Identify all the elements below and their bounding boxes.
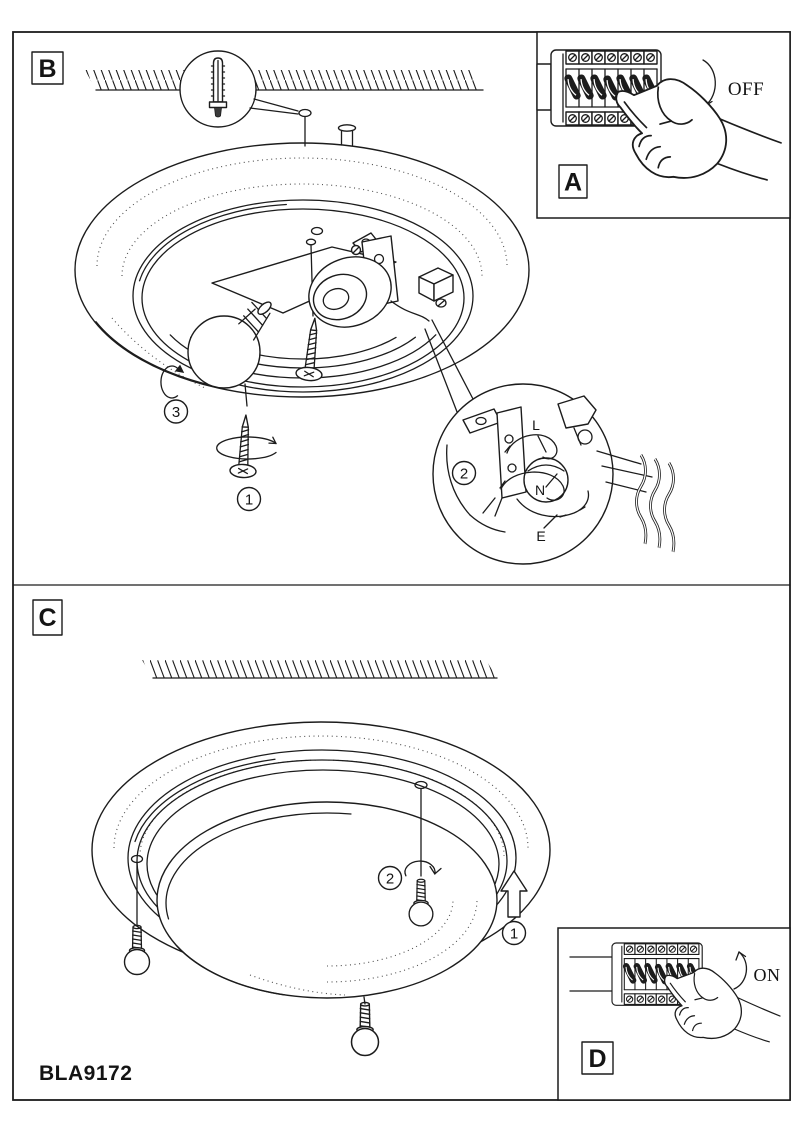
step-badge-b3-number: 3 <box>172 404 180 421</box>
panel-b: B <box>31 50 676 565</box>
wall-plug-in-ceiling <box>337 124 357 146</box>
inset-d-label-box <box>581 1041 614 1075</box>
wire-neutral <box>500 471 565 501</box>
step-badge-b3: 3 <box>163 399 189 424</box>
step-badge-c1-number: 1 <box>510 925 518 942</box>
step-badge-b1-number: 1 <box>245 491 253 508</box>
lift-arrow-icon <box>500 870 528 918</box>
breaker-state-on: ON <box>754 965 781 985</box>
panel-c-label-box <box>32 599 63 636</box>
step-badge-c2-number: 2 <box>386 870 394 887</box>
ceiling-hatch-b <box>85 70 484 91</box>
cover-screw-bottom <box>350 996 380 1057</box>
anchor-detail-circle <box>179 50 299 128</box>
model-number: BLA9172 <box>39 1062 132 1085</box>
step-badge-c1: 1 <box>501 920 527 946</box>
wire-live <box>506 434 558 460</box>
inset-d: ON D <box>557 927 791 1101</box>
inset-a-label: A <box>564 168 582 196</box>
step-badge-c2: 2 <box>377 865 403 891</box>
inset-d-label: D <box>588 1045 606 1073</box>
fixture-closed-drawing <box>91 721 551 999</box>
panel-b-label: B <box>38 55 56 83</box>
breaker-tab <box>536 63 552 111</box>
terminal-e-label: E <box>536 528 545 544</box>
wire-earth <box>516 490 590 518</box>
mounting-screw-step1 <box>216 413 277 479</box>
step-badge-b2: 2 <box>451 460 477 486</box>
terminal-l-label: L <box>532 417 540 433</box>
panel-c-label: C <box>38 604 56 632</box>
terminal-n-label: N <box>535 482 545 498</box>
panel-b-label-box <box>31 51 64 85</box>
wiring-detail-circle: L N E 2 <box>432 383 614 565</box>
cable-clamp <box>418 267 454 308</box>
rotate-bulb-arrow-icon <box>160 364 185 399</box>
supply-wire <box>390 300 430 322</box>
tighten-arrow-icon <box>404 860 436 877</box>
lamp-holder-assembly <box>308 232 399 328</box>
page-border <box>12 31 791 1101</box>
cover-screw-step2 <box>404 780 442 927</box>
mains-cable <box>596 450 676 554</box>
step-badge-b1: 1 <box>236 486 262 512</box>
fixture-base-drawing <box>74 142 530 398</box>
ceiling-hatch-c <box>142 660 498 679</box>
cover-screw-left <box>123 854 151 976</box>
panel-c: C <box>32 599 551 1057</box>
switch-on-arrow-icon <box>733 951 748 990</box>
inset-a: OFF A <box>536 31 795 236</box>
breaker-state-off: OFF <box>728 79 764 100</box>
inset-a-label-box <box>558 164 588 199</box>
light-bulb-drawing <box>187 301 272 407</box>
wall-plug-icon <box>208 57 228 118</box>
diffuser-cover <box>156 801 498 999</box>
step-badge-b2-number: 2 <box>460 465 468 482</box>
pilot-pin <box>298 108 312 147</box>
